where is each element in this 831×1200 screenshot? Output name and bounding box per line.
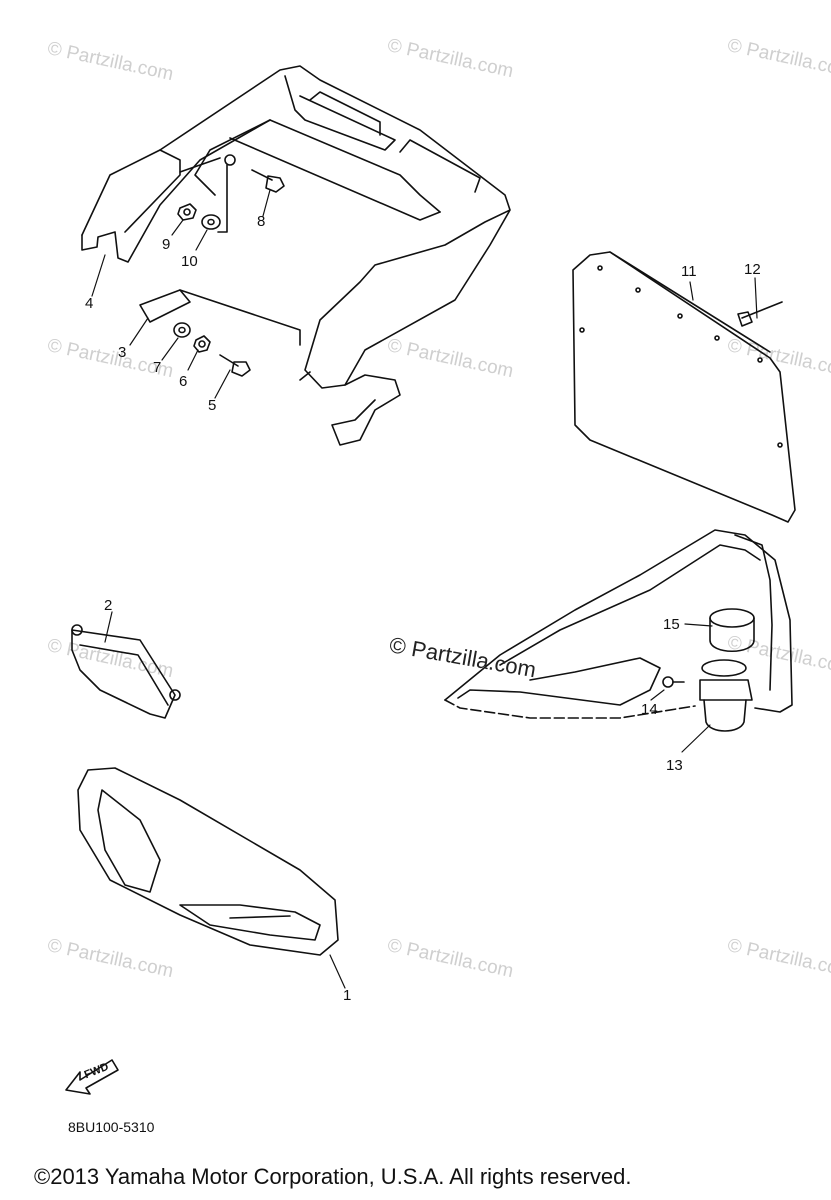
part-7-washer <box>173 322 191 338</box>
callout-2: 2 <box>104 597 113 614</box>
callout-4: 4 <box>85 295 94 312</box>
callout-11: 11 <box>681 263 697 280</box>
part-13-socket <box>699 659 753 732</box>
part-10-washer <box>201 214 221 230</box>
callout-10: 10 <box>181 253 198 270</box>
part-9-nut <box>177 203 197 221</box>
callout-13: 13 <box>666 757 683 774</box>
callout-14: 14 <box>641 701 658 718</box>
part-15-grommet <box>709 608 755 652</box>
callout-8: 8 <box>257 213 266 230</box>
callout-1: 1 <box>343 987 352 1004</box>
callout-15: 15 <box>663 616 680 633</box>
part-11-panel <box>572 251 796 523</box>
part-8-bolt <box>251 169 285 193</box>
callout-6: 6 <box>179 373 188 390</box>
fwd-arrow-icon <box>65 1059 119 1095</box>
callout-12: 12 <box>744 261 761 278</box>
part-4-frame <box>81 65 511 446</box>
callout-7: 7 <box>153 359 162 376</box>
part-14-rivet <box>662 676 685 688</box>
part-2-housing <box>71 624 181 719</box>
callout-9: 9 <box>162 236 171 253</box>
part-12-clip <box>737 301 783 327</box>
diagram-code: 8BU100-5310 <box>68 1119 155 1135</box>
callout-3: 3 <box>118 344 127 361</box>
cowl-shroud <box>444 529 793 719</box>
callout-5: 5 <box>208 397 217 414</box>
copyright-notice: ©2013 Yamaha Motor Corporation, U.S.A. A… <box>34 1164 632 1189</box>
part-1-cover <box>77 767 339 956</box>
part-5-bolt <box>219 354 251 377</box>
part-6-nut <box>193 335 211 353</box>
